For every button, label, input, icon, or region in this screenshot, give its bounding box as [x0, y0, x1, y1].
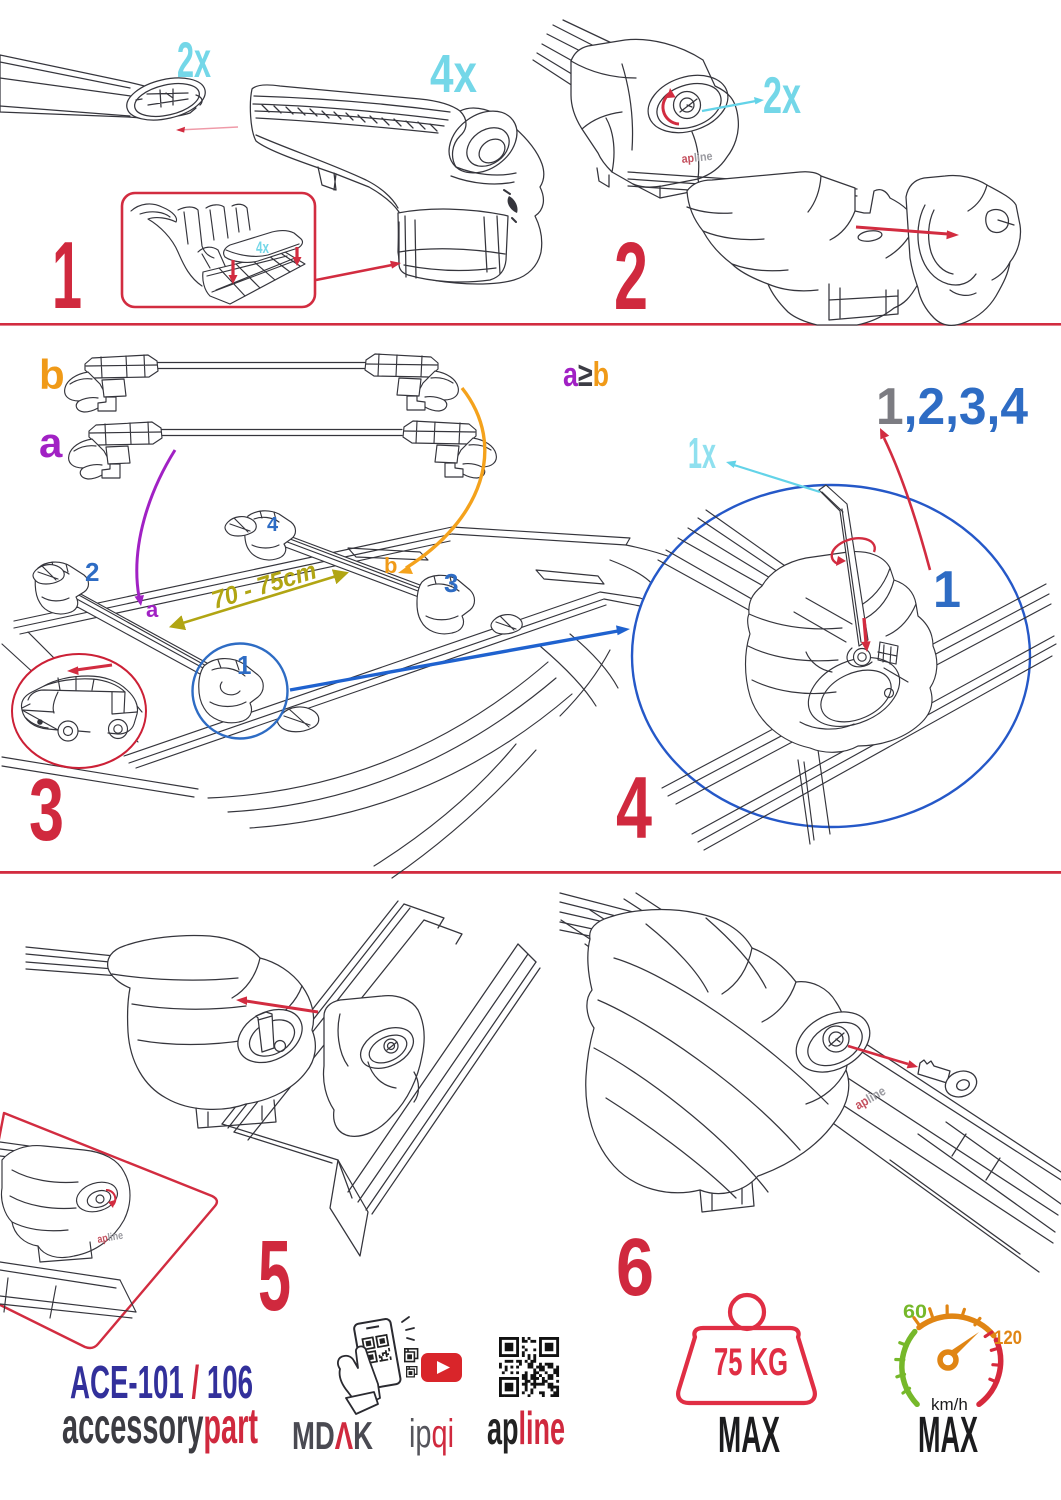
svg-text:75 KG: 75 KG [714, 1341, 788, 1384]
svg-text:4x: 4x [430, 44, 477, 104]
svg-text:1: 1 [52, 222, 82, 329]
svg-text:3: 3 [444, 568, 458, 598]
svg-text:MDΛK: MDΛK [292, 1415, 373, 1458]
svg-text:a: a [146, 597, 159, 622]
svg-text:5: 5 [258, 1220, 291, 1332]
svg-text:4: 4 [616, 758, 652, 857]
svg-text:3: 3 [29, 760, 64, 859]
svg-text:6: 6 [616, 1222, 654, 1313]
svg-text:70 - 75cm: 70 - 75cm [208, 556, 319, 614]
svg-text:km/h: km/h [931, 1395, 968, 1414]
svg-text:4x: 4x [256, 238, 269, 257]
svg-text:apline: apline [96, 1230, 124, 1246]
svg-text:apline: apline [681, 149, 714, 166]
svg-text:1: 1 [237, 650, 251, 680]
svg-text:accessorypart: accessorypart [62, 1398, 258, 1454]
svg-text:b: b [384, 553, 397, 578]
svg-text:ipqi: ipqi [409, 1412, 454, 1456]
svg-text:1x: 1x [688, 429, 716, 478]
svg-text:1,2,3,4: 1,2,3,4 [876, 378, 1028, 436]
svg-text:60: 60 [903, 1302, 927, 1323]
svg-text:ACE-101 / 106: ACE-101 / 106 [70, 1356, 253, 1408]
svg-text:a: a [39, 419, 63, 466]
svg-text:2x: 2x [763, 67, 801, 125]
svg-text:4: 4 [267, 514, 279, 536]
svg-text:MAX: MAX [918, 1406, 978, 1463]
svg-text:apline: apline [852, 1083, 888, 1112]
svg-text:b: b [39, 351, 65, 398]
svg-text:apline: apline [487, 1402, 565, 1454]
svg-text:2: 2 [614, 223, 648, 330]
svg-text:MAX: MAX [718, 1406, 780, 1463]
svg-text:1: 1 [933, 561, 961, 619]
svg-text:a≥b: a≥b [563, 356, 609, 394]
svg-text:2: 2 [85, 557, 99, 587]
svg-text:120: 120 [994, 1328, 1022, 1349]
